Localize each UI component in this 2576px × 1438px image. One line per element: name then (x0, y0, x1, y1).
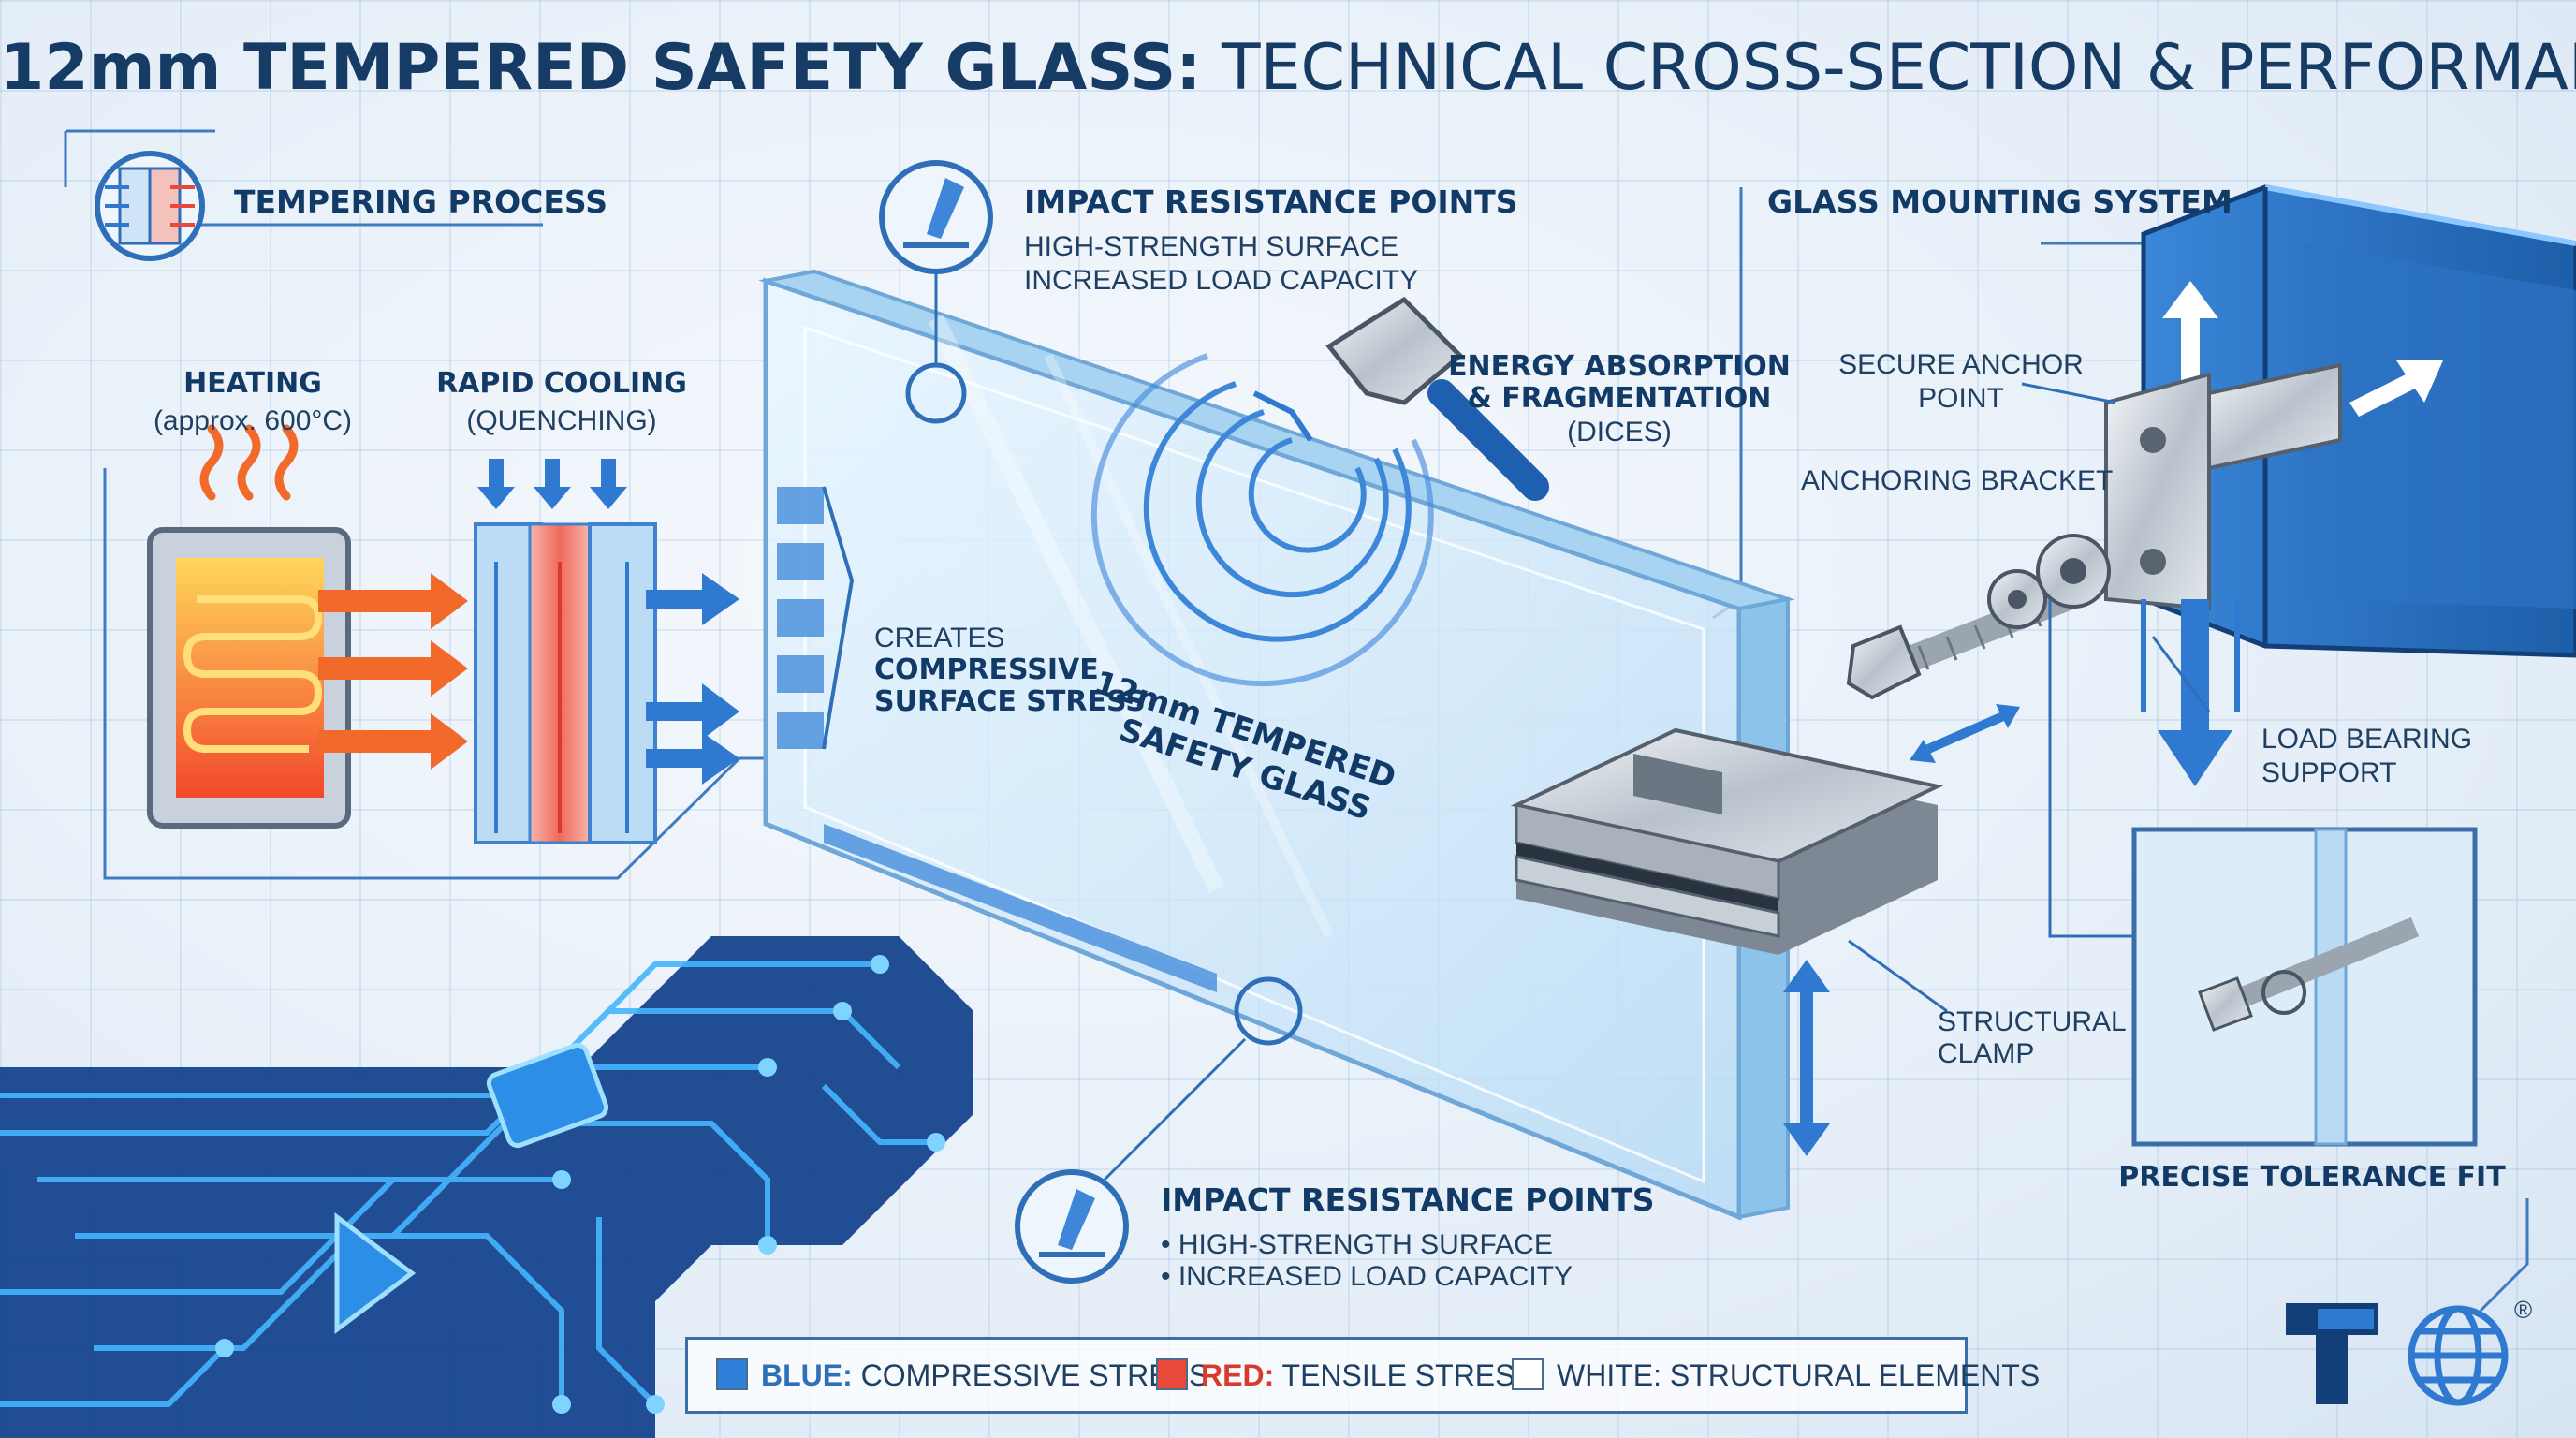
circuit-board (0, 936, 973, 1438)
anchor-point-line-1: SECURE ANCHOR (1838, 349, 2084, 380)
legend-item-tensile: RED: TENSILE STRESS (1156, 1358, 1535, 1393)
legend-text-blue: COMPRESSIVE STRESS (860, 1358, 1209, 1392)
anchor-bolt (1846, 534, 2111, 700)
legend-text-red: TENSILE STRESS (1281, 1358, 1535, 1392)
energy-line-3: (DICES) (1567, 417, 1672, 448)
globe-icon (2408, 1305, 2509, 1406)
impact-ripple (1090, 353, 1434, 687)
legend-item-structural: WHITE: STRUCTURAL ELEMENTS (1512, 1358, 2040, 1393)
tolerance-inset (2131, 827, 2478, 1147)
impact-icon-bottom (1015, 1169, 1129, 1284)
mounting-heading: GLASS MOUNTING SYSTEM (1767, 183, 2232, 220)
stress-line-2: COMPRESSIVE (874, 653, 1099, 686)
heating-title: HEATING (183, 367, 322, 400)
stress-line-3: SURFACE STRESS (874, 685, 1146, 718)
impact-top-line-1: HIGH-STRENGTH SURFACE (1024, 231, 1399, 262)
mounting-beam (2141, 184, 2576, 658)
heating-oven (147, 424, 468, 829)
impact-point-bottom (1234, 976, 1303, 1046)
anchoring-bracket (2104, 362, 2342, 611)
hammer-icon (1252, 296, 1549, 501)
legend-swatch-red (1156, 1358, 1188, 1390)
structural-clamp (1510, 727, 1944, 955)
clamp-double-arrow (1783, 960, 1830, 1156)
energy-line-2: & FRAGMENTATION (1467, 382, 1772, 415)
clamp-line-2: CLAMP (1938, 1038, 2035, 1069)
impact-icon-top (879, 160, 993, 274)
impact-bottom-line-1: • HIGH-STRENGTH SURFACE (1161, 1229, 1553, 1260)
legend-text-white: WHITE: STRUCTURAL ELEMENTS (1557, 1358, 2041, 1392)
cooling-subtitle: (QUENCHING) (466, 405, 657, 436)
load-bearing-line-1: LOAD BEARING (2261, 724, 2473, 755)
legend-swatch-white (1512, 1358, 1544, 1390)
impact-bottom-line-2: • INCREASED LOAD CAPACITY (1161, 1261, 1573, 1292)
energy-line-1: ENERGY ABSORPTION (1448, 350, 1791, 383)
glass-pane (758, 269, 1795, 1221)
clamp-leader (1848, 939, 1948, 1013)
load-bearing-line-2: SUPPORT (2261, 757, 2397, 788)
title-light: TECHNICAL CROSS-SECTION & PERFORMANCE CH… (1222, 31, 2576, 105)
page-title: 12mm TEMPERED SAFETY GLASS: TECHNICAL CR… (0, 30, 2576, 107)
title-bold: 12mm TEMPERED SAFETY GLASS: (0, 31, 1202, 105)
tempering-heading: TEMPERING PROCESS (234, 183, 607, 220)
quenching-panels (474, 459, 739, 844)
legend-swatch-blue (716, 1358, 748, 1390)
cooling-title: RAPID COOLING (436, 367, 687, 400)
bolt-double-arrow (1910, 704, 2020, 763)
stress-line-1: CREATES (874, 623, 1005, 653)
legend-item-compressive: BLUE: COMPRESSIVE STRESS (716, 1358, 1208, 1393)
impact-top-heading: IMPACT RESISTANCE POINTS (1024, 183, 1518, 220)
company-logo (2286, 1303, 2378, 1404)
registered-mark: ® (2514, 1296, 2533, 1324)
clamp-line-1: STRUCTURAL (1938, 1006, 2127, 1037)
legend-key-red: RED: (1201, 1358, 1275, 1392)
tolerance-label: PRECISE TOLERANCE FIT (2118, 1161, 2506, 1194)
anchor-point-line-2: POINT (1918, 383, 2004, 414)
mounting-leaders (2021, 382, 2211, 938)
anchoring-bracket-label: ANCHORING BRACKET (1801, 465, 2114, 496)
stress-legend: BLUE: COMPRESSIVE STRESS RED: TENSILE ST… (685, 1337, 2040, 1414)
impact-top-line-2: INCREASED LOAD CAPACITY (1024, 265, 1419, 296)
impact-bottom-leader (1103, 1037, 1247, 1181)
impact-bottom-heading: IMPACT RESISTANCE POINTS (1161, 1181, 1655, 1218)
tempering-process-icon (95, 151, 205, 261)
legend-key-blue: BLUE: (761, 1358, 853, 1392)
heating-subtitle: (approx. 600°C) (153, 405, 353, 436)
